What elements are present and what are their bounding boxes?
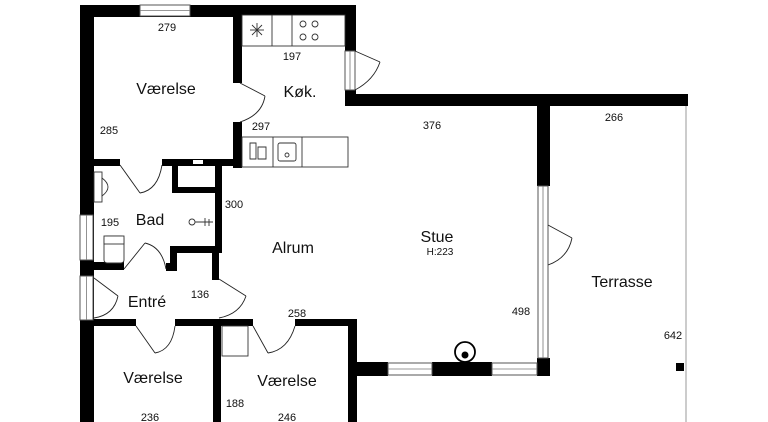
- dimension-642: 642: [664, 330, 682, 342]
- room-label-bad: Bad: [136, 212, 164, 229]
- dimension-266: 266: [605, 112, 623, 124]
- dimension-300: 300: [225, 199, 243, 211]
- room-label-entre: Entré: [128, 294, 166, 311]
- dimension-376: 376: [423, 120, 441, 132]
- dimension-258: 258: [288, 308, 306, 320]
- dimension-498: 498: [512, 306, 530, 318]
- room-label-vaerelse-bottom-right: Værelse: [257, 373, 317, 390]
- room-label-kokken: Køk.: [284, 84, 317, 101]
- dimension-197: 197: [283, 51, 301, 63]
- doors: [93, 50, 573, 354]
- dimension-297: 297: [252, 121, 270, 133]
- dimension-246: 246: [278, 412, 296, 422]
- room-labels: Værelse Køk. Bad Alrum Stue H:223 Entré …: [123, 81, 653, 390]
- toilet-icon: [93, 171, 109, 203]
- shower-icon: [188, 218, 213, 226]
- room-label-alrum: Alrum: [272, 240, 314, 257]
- room-label-vaerelse-top: Værelse: [136, 81, 196, 98]
- room-label-terrasse: Terrasse: [591, 274, 652, 291]
- sink-icon: [103, 235, 125, 264]
- dimension-195: 195: [101, 217, 119, 229]
- stove-icon: [454, 341, 476, 363]
- room-height-stue: H:223: [427, 247, 454, 258]
- dimension-136: 136: [191, 289, 209, 301]
- room-label-vaerelse-bottom-left: Værelse: [123, 370, 183, 387]
- fridge-icon: [250, 23, 264, 37]
- dimension-279: 279: [158, 22, 176, 34]
- dimension-285: 285: [100, 125, 118, 137]
- windows: [79, 4, 549, 376]
- dimension-188: 188: [226, 398, 244, 410]
- fixtures: [93, 14, 687, 422]
- dimension-labels: 279 197 285 297 376 266 195 300 136 258 …: [100, 22, 682, 422]
- room-label-stue: Stue: [421, 229, 454, 246]
- walls: [80, 5, 688, 422]
- dimension-236: 236: [141, 412, 159, 422]
